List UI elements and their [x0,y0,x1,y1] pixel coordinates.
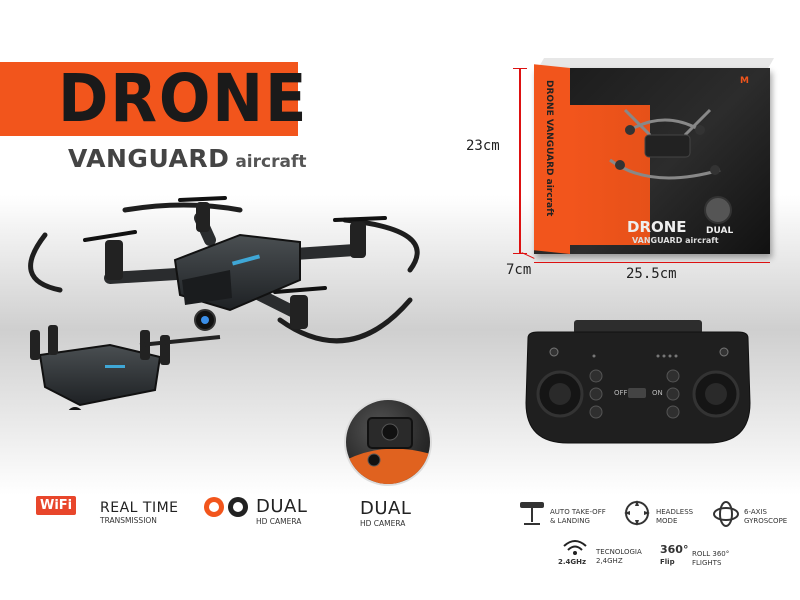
gyro-line-1: 6-AXIS [744,508,767,516]
auto-takeoff-label: AUTO TAKE-OFF & LANDING [550,508,606,526]
box-spine-text: DRONE VANGUARD aircraft [544,80,554,217]
box-front-title: DRONE [627,218,687,236]
gyroscope-icon [713,501,739,527]
headless-line-1: HEADLESS [656,508,694,516]
height-tick-bottom [513,253,527,254]
depth-label: 7cm [506,262,532,278]
width-dimension-line [534,262,770,263]
subtitle-small: aircraft [235,152,307,172]
dual2-sub: HD CAMERA [360,519,406,528]
box-camera-circle [704,196,732,224]
tecno-line-1: TECNOLOGIA [596,548,642,556]
roll-label: ROLL 360° FLIGHTS [692,550,729,568]
auto-takeoff-icon [520,502,544,525]
dual2-title: DUAL [360,498,412,519]
gyroscope-label: 6-AXIS GYROSCOPE [744,508,787,526]
subtitle-main: VANGUARD [68,144,230,173]
height-dimension-line [519,68,521,254]
box-drone-image [609,108,721,180]
main-drone-image [28,196,420,410]
headless-label: HEADLESS MODE [656,508,693,526]
flip-label: 360° Flip [660,544,688,568]
box-dual-label: DUAL [706,226,734,236]
box-front-sub: VANGUARD aircraft [632,236,719,245]
feature-wifi: WiFi [36,496,77,515]
realtime-title: REAL TIME [100,500,179,516]
dual-sub: HD CAMERA [256,517,302,526]
tecno-line-2: 2,4GHZ [596,557,623,565]
roll-line-1: ROLL 360° [692,550,730,558]
feature-realtime: REAL TIME TRANSMISSION [100,500,179,525]
auto-label-line-2: & LANDING [550,517,590,525]
height-tick-top [513,68,527,69]
camera-closeup-image [344,398,432,486]
roll-line-2: FLIGHTS [692,559,722,567]
page-title: DRONE [58,60,309,137]
tecno-label: TECNOLOGIA 2,4GHZ [596,548,642,566]
title-band [0,62,298,136]
feature-dual-camera: DUAL HD CAMERA [256,496,307,526]
height-label: 23cm [466,138,500,154]
dual-title: DUAL [256,496,308,517]
subtitle-row: VANGUARD aircraft [68,144,306,173]
aperture-icon [204,497,248,517]
gyro-line-2: GYROSCOPE [744,517,788,525]
headless-icon [624,500,650,526]
realtime-sub: TRANSMISSION [100,516,157,525]
brand-logo: M [740,76,749,86]
remote-controller-image [525,320,751,444]
switch-on-label: ON [652,389,663,397]
signal-icon [563,540,587,555]
switch-off-label: OFF [614,389,628,397]
wifi-badge: WiFi [36,496,77,515]
flip-big: 360° [660,543,689,556]
feature-dual-camera-2: DUAL HD CAMERA [360,498,411,528]
width-label: 25.5cm [626,266,677,282]
auto-label-line-1: AUTO TAKE-OFF [550,508,606,516]
headless-line-2: MODE [656,517,678,525]
flip-small: Flip [660,558,675,566]
freq-label: 2.4GHz [558,558,587,566]
